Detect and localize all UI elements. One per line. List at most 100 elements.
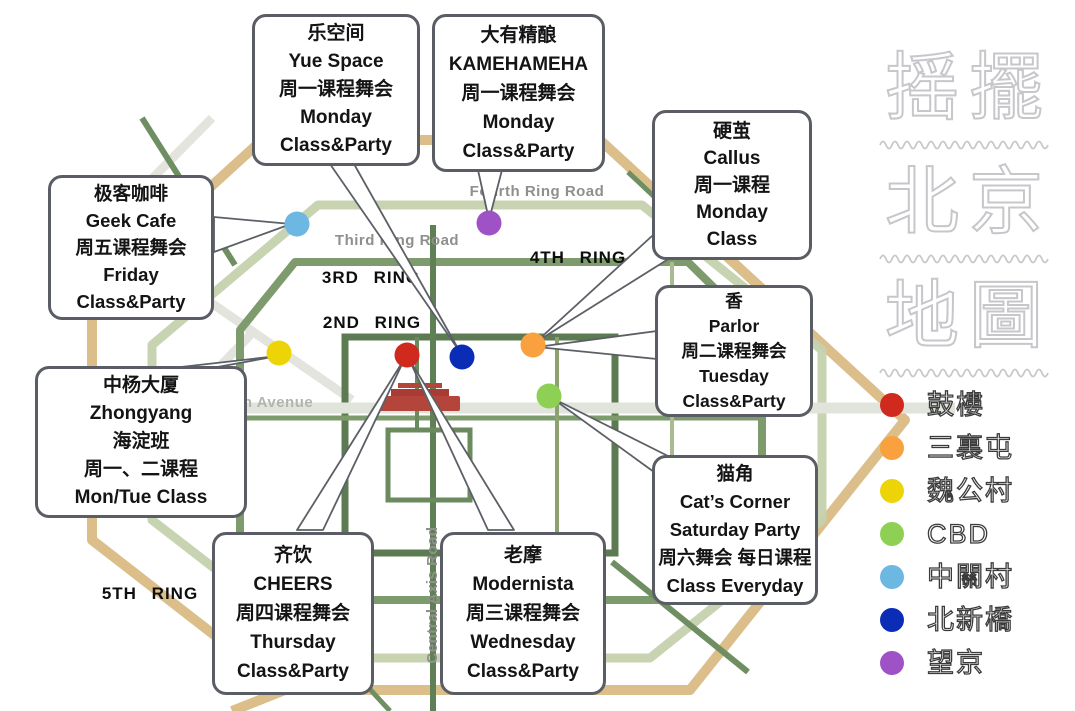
- venue-callout-line: 周一课程: [693, 174, 770, 196]
- title-row-3: 地圖: [884, 273, 1053, 358]
- venue-callout-line: 周三课程舞会: [465, 603, 580, 624]
- venue-callout-line: 乐空间: [307, 23, 365, 44]
- venue-callout-line: Monday: [696, 201, 768, 223]
- pointer-geek-cafe: [213, 216, 292, 253]
- venue-callout-line: Tuesday: [699, 365, 769, 386]
- legend-dot-wangjing: [880, 651, 904, 675]
- venue-callout-line: Yue Space: [288, 51, 384, 72]
- venue-callout-line: 周一课程舞会: [278, 79, 393, 100]
- venue-callout-line: Wednesday: [470, 632, 576, 653]
- venue-callout-line: 大有精酿: [480, 24, 557, 46]
- pointer-cheers: [296, 357, 406, 531]
- legend-row-drum-tower: 鼓樓: [880, 390, 1014, 420]
- marker-sanlitun: [520, 332, 546, 358]
- legend-row-beixinqiao: 北新橋: [880, 605, 1014, 635]
- venue-callout-line: Modernista: [472, 574, 574, 595]
- venue-callout-line: Class&Party: [280, 135, 392, 156]
- venue-callout-line: Monday: [300, 107, 372, 128]
- label-2nd-ring: 2ND RING: [323, 313, 421, 332]
- legend-dot-zhongguancun: [880, 565, 904, 589]
- legend-row-sanlitun: 三裏屯: [880, 433, 1014, 463]
- venue-callout-line: Class&Party: [76, 291, 186, 312]
- venue-callout-line: Class Everyday: [666, 575, 804, 596]
- venue-callout-line: 海淀班: [112, 431, 170, 452]
- venue-callout-line: Monday: [482, 111, 555, 133]
- venue-callout-line: Class&Party: [462, 140, 575, 162]
- marker-beixinqiao: [449, 344, 475, 370]
- legend-label-wangjing: 望京: [926, 648, 985, 678]
- marker-drum-tower: [394, 342, 420, 368]
- venue-callout-line: Parlor: [708, 315, 760, 336]
- venue-callout-line: Saturday Party: [669, 519, 801, 540]
- label-central-axis-road: Central Axis Road: [424, 526, 441, 663]
- label-4th-ring: 4TH RING: [530, 248, 626, 267]
- wavy-divider: [879, 368, 1049, 378]
- legend-label-cbd: CBD: [926, 519, 991, 549]
- legend-dot-sanlitun: [880, 436, 904, 460]
- legend-label-beixinqiao: 北新橋: [926, 605, 1014, 635]
- legend: 鼓樓三裏屯魏公村 CBD 中關村北新橋望京: [880, 390, 1014, 678]
- marker-wangjing: [476, 210, 502, 236]
- venue-callout-line: 齐饮: [273, 545, 312, 566]
- legend-dot-drum-tower: [880, 393, 904, 417]
- legend-dot-weigongcun: [880, 479, 904, 503]
- venue-callout-line: 中杨大厦: [102, 375, 179, 396]
- venue-callout-line: 周一、二课程: [83, 459, 198, 480]
- venue-callout-line: CHEERS: [253, 574, 333, 595]
- legend-dot-cbd: [880, 522, 904, 546]
- venue-callout-line: Cat’s Corner: [679, 491, 791, 512]
- venue-callout-line: Class: [706, 228, 758, 250]
- marker-cbd: [536, 383, 562, 409]
- wavy-divider: [879, 254, 1049, 264]
- venue-callout-line: 周五课程舞会: [75, 237, 187, 258]
- venue-callout-line: 周二课程舞会: [681, 340, 787, 361]
- venue-callout-line: 周一课程舞会: [461, 82, 576, 104]
- venue-callout-line: Thursday: [250, 632, 336, 653]
- legend-label-zhongguancun: 中關村: [926, 562, 1014, 592]
- legend-label-drum-tower: 鼓樓: [926, 390, 985, 420]
- legend-label-sanlitun: 三裏屯: [926, 433, 1014, 463]
- callout-pointers: [171, 163, 671, 531]
- venue-callout-line: Class&Party: [237, 661, 349, 682]
- venue-callout-line: Class&Party: [682, 390, 786, 411]
- title-row-1: 摇擺: [884, 45, 1053, 130]
- tiananmen-icon: [380, 383, 460, 411]
- venue-callout-line: Geek Cafe: [85, 210, 177, 231]
- legend-row-weigongcun: 魏公村: [880, 476, 1014, 506]
- label-fourth-ring-road: Fourth Ring Road: [470, 183, 605, 200]
- venue-callout-line: Zhongyang: [89, 403, 193, 424]
- venue-callout-line: 周四课程舞会: [235, 603, 350, 624]
- marker-zhongguancun: [284, 211, 310, 237]
- venue-callout-line: Callus: [703, 147, 761, 169]
- marker-weigongcun: [266, 340, 292, 366]
- venue-callout-line: 香: [725, 290, 743, 311]
- legend-dot-beixinqiao: [880, 608, 904, 632]
- venue-callout-line: 老摩: [503, 545, 542, 566]
- legend-row-zhongguancun: 中關村: [880, 562, 1014, 592]
- title-row-2: 北京: [884, 159, 1053, 244]
- venue-callout-line: 猫角: [716, 463, 754, 484]
- venue-callout-line: 周六舞会 每日课程: [658, 547, 812, 568]
- venue-callout-line: 硬茧: [712, 120, 751, 142]
- venue-callout-line: Class&Party: [467, 661, 579, 682]
- wavy-divider: [879, 140, 1049, 150]
- legend-row-wangjing: 望京: [880, 648, 1014, 678]
- label-3rd-ring: 3RD RING: [322, 268, 420, 287]
- venue-callout-line: 极客咖啡: [93, 183, 168, 204]
- legend-row-cbd: CBD: [880, 519, 1014, 549]
- pointer-modernista: [408, 358, 515, 531]
- map-title: 摇擺 北京 地圖: [874, 40, 1054, 382]
- venue-callout-line: Friday: [103, 264, 159, 285]
- label-5th-ring: 5TH RING: [102, 584, 198, 603]
- legend-label-weigongcun: 魏公村: [926, 476, 1014, 506]
